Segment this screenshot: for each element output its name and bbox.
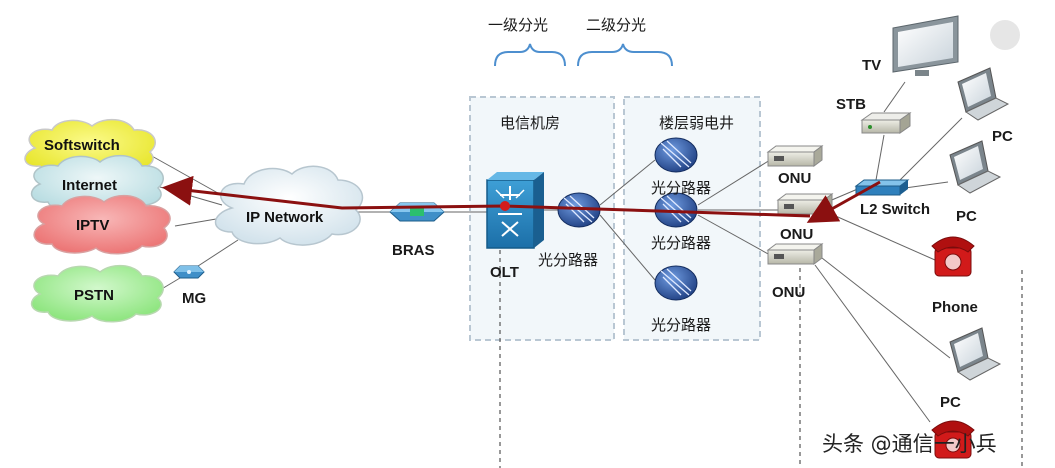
bracket-level1-label: 一级分光 bbox=[488, 16, 549, 34]
cloud-ip-network-label: IP Network bbox=[246, 209, 324, 226]
room-telecom-label: 电信机房 bbox=[500, 114, 561, 132]
laptop-top-icon bbox=[957, 67, 1010, 121]
phone-icon bbox=[931, 236, 975, 277]
bras-label: BRAS bbox=[392, 242, 435, 259]
splitter-bottom-icon bbox=[654, 265, 698, 301]
olt-label: OLT bbox=[490, 264, 519, 281]
onu-top-label: ONU bbox=[778, 170, 812, 187]
phone-bottom-icon bbox=[931, 420, 975, 459]
cloud-pstn-label: PSTN bbox=[74, 287, 115, 304]
cloud-pstn bbox=[30, 264, 164, 323]
laptop-mid-icon bbox=[949, 140, 1002, 194]
splitter-main-label: 光分路器 bbox=[538, 251, 599, 269]
watermark-text: 头条 @通信一小兵 bbox=[822, 432, 997, 456]
onu-mid-label: ONU bbox=[780, 226, 814, 243]
cloud-iptv-label: IPTV bbox=[76, 217, 110, 234]
bracket-level2 bbox=[577, 43, 673, 67]
onu-mid-device bbox=[776, 193, 834, 215]
pc-mid-label: PC bbox=[956, 208, 977, 225]
onu-bottom-device bbox=[766, 243, 824, 265]
splitter-top-icon bbox=[654, 137, 698, 173]
l2-switch-device bbox=[854, 179, 910, 196]
bracket-level1 bbox=[494, 43, 566, 67]
onu-top-device bbox=[766, 145, 824, 167]
laptop-bottom-icon bbox=[949, 327, 1002, 381]
pc-top-label: PC bbox=[992, 128, 1013, 145]
olt-node-marker bbox=[500, 201, 510, 211]
stb-label: STB bbox=[836, 96, 866, 113]
bracket-level2-label: 二级分光 bbox=[586, 16, 647, 34]
signal-path-arrow bbox=[806, 180, 881, 223]
cloud-internet-label: Internet bbox=[62, 177, 118, 194]
tv-label: TV bbox=[862, 57, 882, 74]
mg-label: MG bbox=[182, 290, 207, 307]
phone-label: Phone bbox=[932, 299, 978, 316]
cloud-iptv bbox=[33, 194, 171, 255]
image-search-icon[interactable] bbox=[990, 20, 1020, 50]
l2-switch-label: L2 Switch bbox=[860, 201, 931, 218]
pc-bottom-label: PC bbox=[940, 394, 961, 411]
splitter-top-label: 光分路器 bbox=[651, 179, 712, 197]
onu-bottom-label: ONU bbox=[772, 284, 806, 301]
olt-device bbox=[486, 172, 544, 249]
splitter-bottom-label: 光分路器 bbox=[651, 316, 712, 334]
room-shaft-label: 楼层弱电井 bbox=[659, 114, 735, 132]
tv-icon bbox=[892, 15, 959, 76]
cloud-softswitch-label: Softswitch bbox=[44, 137, 120, 154]
signal-path-main bbox=[162, 175, 811, 218]
cloud-ip-network bbox=[214, 165, 364, 246]
stb-device bbox=[860, 112, 912, 134]
splitter-mid-label: 光分路器 bbox=[651, 234, 712, 252]
mg-device bbox=[173, 265, 205, 279]
